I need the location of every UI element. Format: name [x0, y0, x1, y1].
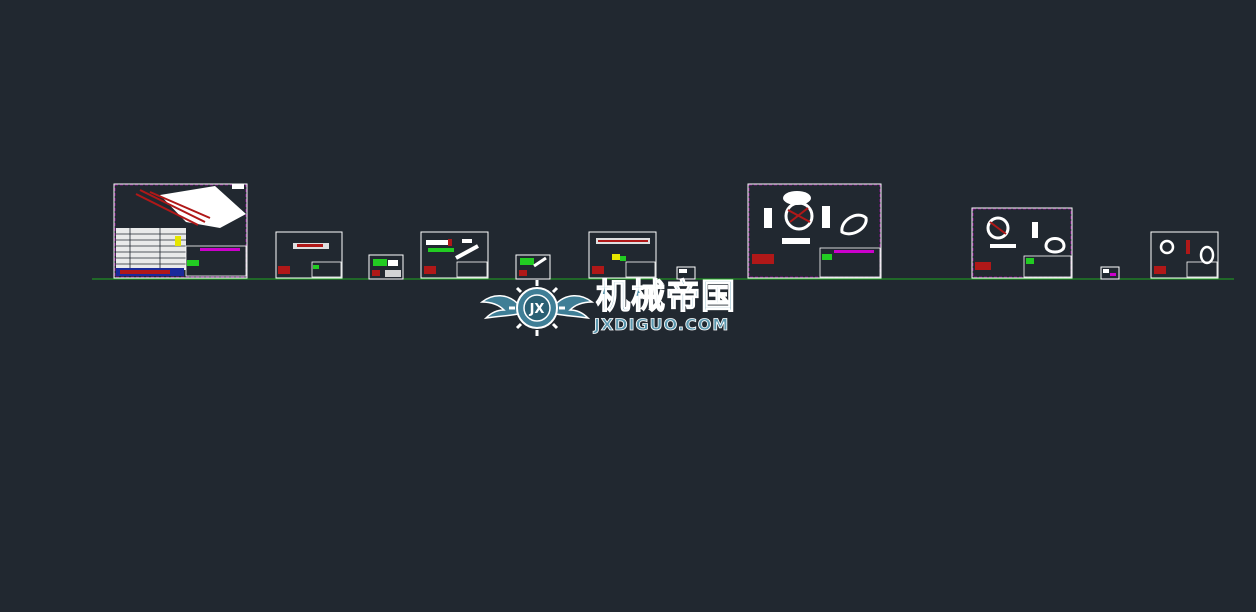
drawing-sheet[interactable]	[588, 231, 657, 279]
drawing-sheet[interactable]	[368, 254, 404, 280]
drawing-sheet[interactable]	[971, 207, 1073, 279]
watermark-subtitle: JXDIGUO.COM	[594, 315, 730, 334]
watermark-title: 机械帝国	[595, 277, 736, 317]
logo-letters: JX	[529, 302, 545, 317]
drawing-sheet[interactable]	[275, 231, 343, 279]
drawing-sheet[interactable]	[1100, 266, 1120, 280]
winged-gear-logo-icon: JX	[480, 280, 594, 336]
drawing-sheet[interactable]	[515, 254, 551, 280]
drawing-sheet[interactable]	[747, 183, 882, 279]
drawing-sheet[interactable]	[676, 266, 696, 280]
drawing-sheet[interactable]	[1150, 231, 1219, 279]
drawing-sheet[interactable]	[420, 231, 489, 279]
drawing-sheet[interactable]	[113, 183, 248, 279]
